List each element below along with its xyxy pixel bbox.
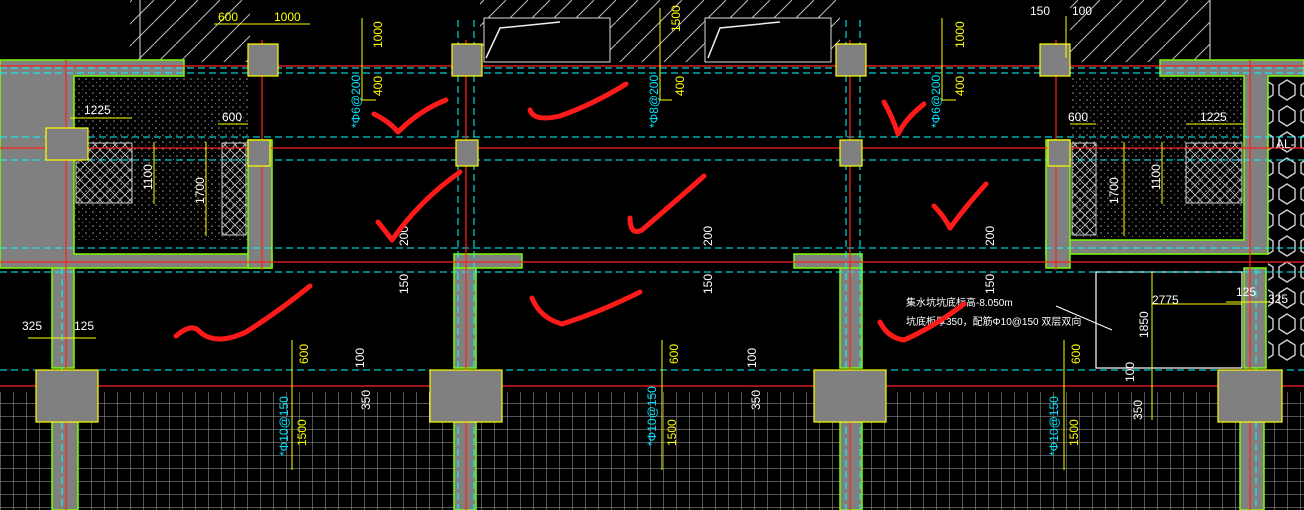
dim-low-100-c: 100 — [1123, 362, 1137, 382]
dim-low-1500-c: 1500 — [1067, 419, 1081, 446]
dim-mid-150-b: 150 — [701, 274, 715, 294]
dim-low-600-b: 600 — [667, 344, 681, 364]
dim-right-325: 325 — [1268, 292, 1288, 306]
rebar-top-c: *Φ6@200 — [929, 75, 943, 128]
dim-mid-200-b: 200 — [701, 226, 715, 246]
dim-mid-150-a: 150 — [397, 274, 411, 294]
dim-v-400-c: 400 — [953, 76, 967, 96]
walls — [0, 59, 1304, 510]
dim-v-400-b: 400 — [673, 76, 687, 96]
rebar-bot-b: *Φ10@150 — [645, 386, 659, 446]
dimension-lines — [28, 8, 1270, 470]
dim-v-1000-b: 1000 — [953, 21, 967, 48]
dim-top-100: 100 — [1072, 4, 1092, 18]
columns — [35, 43, 1283, 423]
dim-low-600-a: 600 — [297, 344, 311, 364]
bottom-grid-zone — [0, 392, 1304, 510]
check-mark — [627, 173, 707, 234]
dim-low-350-c: 350 — [1131, 400, 1145, 420]
check-mark — [931, 181, 989, 231]
dim-mid-200-c: 200 — [983, 226, 997, 246]
dim-right-1850: 1850 — [1137, 311, 1151, 338]
check-marks — [173, 81, 989, 343]
dim-low-100-b: 100 — [745, 348, 759, 368]
sump-note-line1: 集水坑坑底标高-8.050m — [906, 296, 1013, 309]
dim-left-125: 125 — [74, 319, 94, 333]
rebar-top-b: *Φ8@200 — [647, 75, 661, 128]
rebar-bot-c: *Φ10@150 — [1047, 396, 1061, 456]
dim-mid-150-c: 150 — [983, 274, 997, 294]
dim-right-125: 125 — [1236, 285, 1256, 299]
dim-left-325: 325 — [22, 319, 42, 333]
check-mark — [527, 81, 629, 121]
check-mark — [375, 169, 463, 243]
dim-v-1500: 1500 — [669, 5, 683, 32]
axis-label: AL- — [1276, 137, 1295, 151]
dim-left-1700: 1700 — [193, 177, 207, 204]
dim-top-1000: 1000 — [274, 10, 301, 24]
dim-low-600-c: 600 — [1069, 344, 1083, 364]
check-mark — [173, 283, 313, 342]
sump-pit — [1095, 271, 1243, 369]
rebar-texts: *Φ6@200 *Φ8@200 *Φ6@200 *Φ10@150 *Φ10@15… — [277, 75, 1061, 456]
dim-top-600: 600 — [218, 10, 238, 24]
dim-left-1225: 1225 — [84, 103, 111, 117]
dimension-texts: 600 1000 1000 400 1500 400 1000 400 150 … — [22, 4, 1288, 446]
cross-hatch — [75, 142, 1243, 236]
check-mark — [371, 97, 449, 135]
rebar-bot-a: *Φ10@150 — [277, 396, 291, 456]
check-mark — [881, 99, 927, 137]
dim-low-1500-b: 1500 — [665, 419, 679, 446]
dim-left-1100: 1100 — [141, 164, 155, 190]
dim-low-350-a: 350 — [359, 390, 373, 410]
check-mark — [529, 289, 643, 327]
dim-right-1700: 1700 — [1107, 177, 1121, 204]
check-mark — [877, 301, 967, 343]
right-hex-zone — [1268, 62, 1304, 362]
dim-left-600: 600 — [222, 110, 242, 124]
dim-v-1000-a: 1000 — [371, 21, 385, 48]
dim-low-100-a: 100 — [353, 348, 367, 368]
note-leader — [1055, 305, 1113, 331]
sump-note-line2: 坑底板厚350，配筋Φ10@150 双层双向 — [906, 315, 1081, 328]
dim-right-1100: 1100 — [1149, 164, 1163, 190]
dim-right-2775: 2775 — [1152, 293, 1179, 307]
dim-low-1500-a: 1500 — [295, 419, 309, 446]
rebar-top-a: *Φ6@200 — [349, 75, 363, 128]
sump-note: 集水坑坑底标高-8.050m 坑底板厚350，配筋Φ10@150 双层双向 — [906, 296, 1081, 328]
dim-v-400-a: 400 — [371, 76, 385, 96]
dim-top-150: 150 — [1030, 4, 1050, 18]
dim-right-600: 600 — [1068, 110, 1088, 124]
dim-right-1225: 1225 — [1200, 110, 1227, 124]
dim-low-350-b: 350 — [749, 390, 763, 410]
